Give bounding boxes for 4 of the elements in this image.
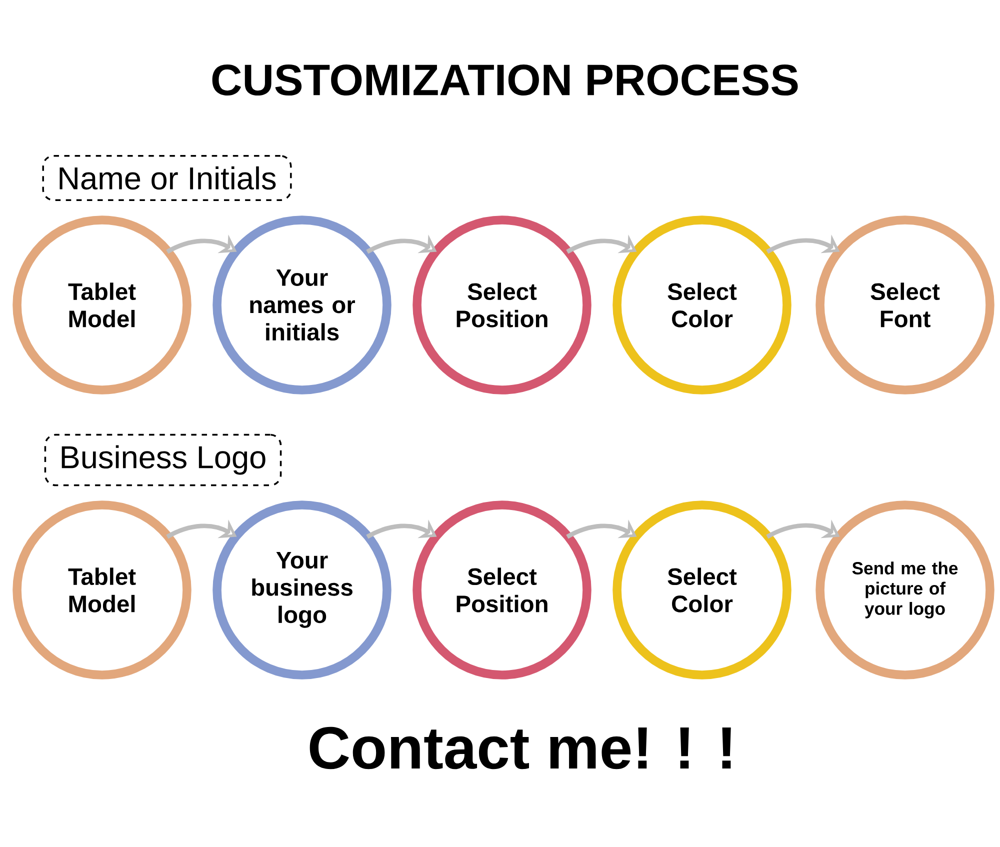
title: CUSTOMIZATION PROCESS [212, 64, 798, 96]
section-label-box: Name or Initials [42, 154, 292, 202]
contact-text: Contact me! ! ! [310, 726, 731, 770]
section-label-box: Business Logo [44, 434, 282, 486]
